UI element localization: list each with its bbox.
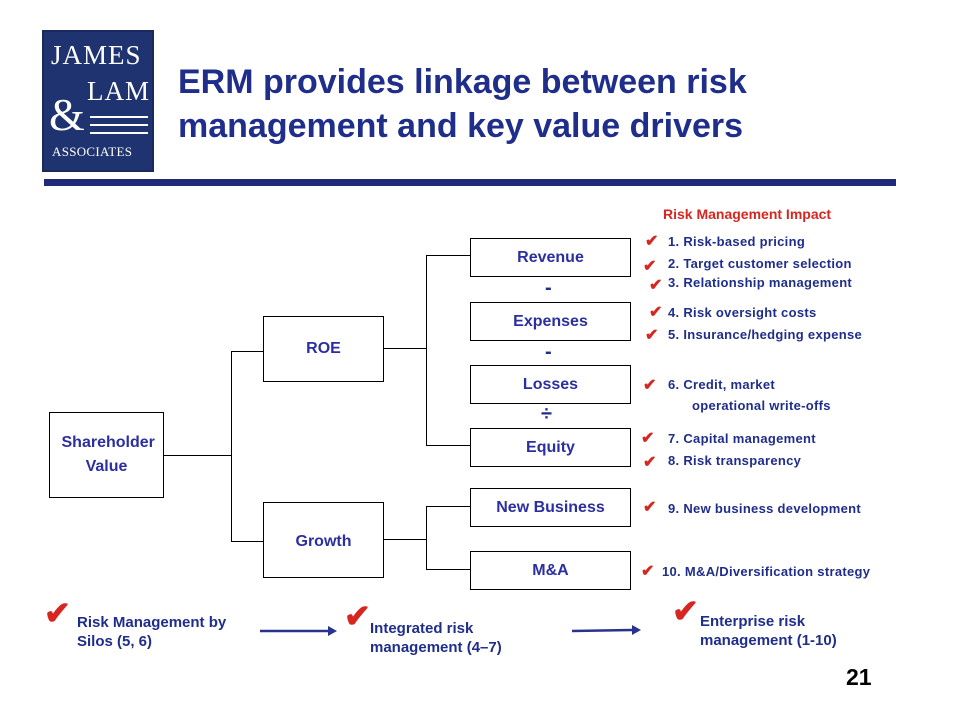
- connector-roe: [231, 351, 264, 352]
- james-lam-associates-logo: JAMES LAM & ASSOCIATES: [42, 30, 154, 172]
- check-icon: ✔: [645, 233, 659, 250]
- check-icon: ✔: [643, 454, 657, 471]
- check-icon: ✔: [649, 277, 663, 294]
- check-icon: ✔: [649, 304, 663, 321]
- logo-rule: [90, 124, 148, 126]
- impact-item-continued: operational write-offs: [692, 398, 831, 413]
- impact-item: 2. Target customer selection: [668, 256, 852, 271]
- connector-root: [163, 455, 232, 456]
- check-icon: ✔: [641, 563, 655, 580]
- growth-label: Growth: [295, 533, 352, 550]
- equity-box: Equity: [470, 428, 631, 467]
- title-divider: [44, 179, 896, 186]
- connector-roe-out: [383, 348, 427, 349]
- check-icon: ✔: [44, 595, 71, 631]
- ma-label: M&A: [532, 561, 569, 579]
- ma-box: M&A: [470, 551, 631, 590]
- expenses-label: Expenses: [513, 312, 588, 330]
- connector-growth-out: [383, 539, 427, 540]
- check-icon: ✔: [643, 499, 657, 516]
- check-icon: ✔: [641, 430, 655, 447]
- impact-item: 1. Risk-based pricing: [668, 234, 806, 249]
- logo-rule: [90, 132, 148, 134]
- stage-enterprise: Enterprise risk management (1-10): [700, 613, 837, 649]
- minus-operator: -: [545, 341, 552, 363]
- roe-box: ROE: [263, 316, 384, 382]
- arrow-right-icon: [571, 625, 641, 635]
- check-icon: ✔: [344, 598, 371, 634]
- impact-item: 7. Capital management: [668, 431, 816, 446]
- impact-item: 8. Risk transparency: [668, 453, 802, 468]
- connector-equity: [426, 445, 471, 446]
- stage-integrated: Integrated risk management (4–7): [370, 620, 502, 656]
- connector-new-business: [426, 506, 471, 507]
- impact-item: 4. Risk oversight costs: [668, 305, 817, 320]
- logo-lam: LAM: [87, 76, 150, 106]
- page-number: 21: [846, 664, 872, 690]
- check-icon: ✔: [643, 377, 657, 394]
- slide-title: ERM provides linkage between risk manage…: [178, 63, 747, 145]
- check-icon: ✔: [645, 327, 659, 344]
- arrow-right-icon: [260, 626, 337, 636]
- logo-james: JAMES: [51, 40, 142, 70]
- connector-roe-vertical: [426, 255, 427, 446]
- stage-silos: Risk Management by Silos (5, 6): [77, 614, 227, 650]
- new-business-label: New Business: [496, 498, 605, 516]
- impact-heading: Risk Management Impact: [663, 206, 832, 222]
- divide-operator: ÷: [541, 403, 552, 425]
- impact-item: 3. Relationship management: [668, 275, 853, 290]
- roe-label: ROE: [306, 340, 341, 357]
- logo-rule: [90, 116, 148, 118]
- logo-ampersand: &: [49, 89, 85, 140]
- check-icon: ✔: [643, 258, 657, 275]
- minus-operator: -: [545, 277, 552, 299]
- impact-item: 10. M&A/Diversification strategy: [662, 564, 871, 579]
- impact-item: 6. Credit, market: [668, 377, 775, 392]
- losses-label: Losses: [522, 375, 579, 393]
- equity-label: Equity: [526, 438, 575, 456]
- connector-revenue: [426, 255, 471, 256]
- revenue-box: Revenue: [470, 238, 631, 277]
- impact-item: 5. Insurance/hedging expense: [668, 327, 863, 342]
- logo-associates: ASSOCIATES: [52, 144, 133, 159]
- revenue-label: Revenue: [517, 248, 584, 266]
- new-business-box: New Business: [470, 488, 631, 527]
- connector-growth: [231, 541, 264, 542]
- connector-root-vertical: [231, 351, 232, 542]
- expenses-box: Expenses: [470, 302, 631, 341]
- connector-growth-vertical: [426, 506, 427, 570]
- shareholder-value-label: Shareholder Value: [61, 434, 155, 475]
- shareholder-value-box: Shareholder Value: [49, 412, 164, 498]
- impact-item: 9. New business development: [668, 501, 862, 516]
- connector-ma: [426, 569, 471, 570]
- losses-box: Losses: [470, 365, 631, 404]
- check-icon: ✔: [672, 593, 699, 629]
- growth-box: Growth: [263, 502, 384, 578]
